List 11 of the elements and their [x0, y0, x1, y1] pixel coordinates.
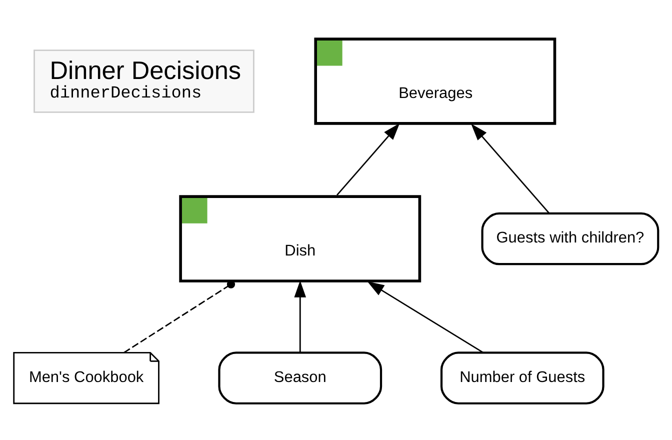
arrow	[471, 123, 550, 214]
connector	[124, 280, 236, 353]
arrow	[294, 280, 306, 352]
node-box: Season	[218, 351, 382, 404]
node-box: Dish	[179, 194, 422, 282]
arrow	[336, 122, 400, 196]
node-box: Beverages	[314, 37, 556, 124]
node-box: Number of Guests	[440, 351, 604, 404]
arrow	[367, 280, 484, 353]
node-box: Guests with children?	[481, 212, 660, 265]
node-box: Dinner Decisions dinnerDecisions	[34, 49, 254, 112]
